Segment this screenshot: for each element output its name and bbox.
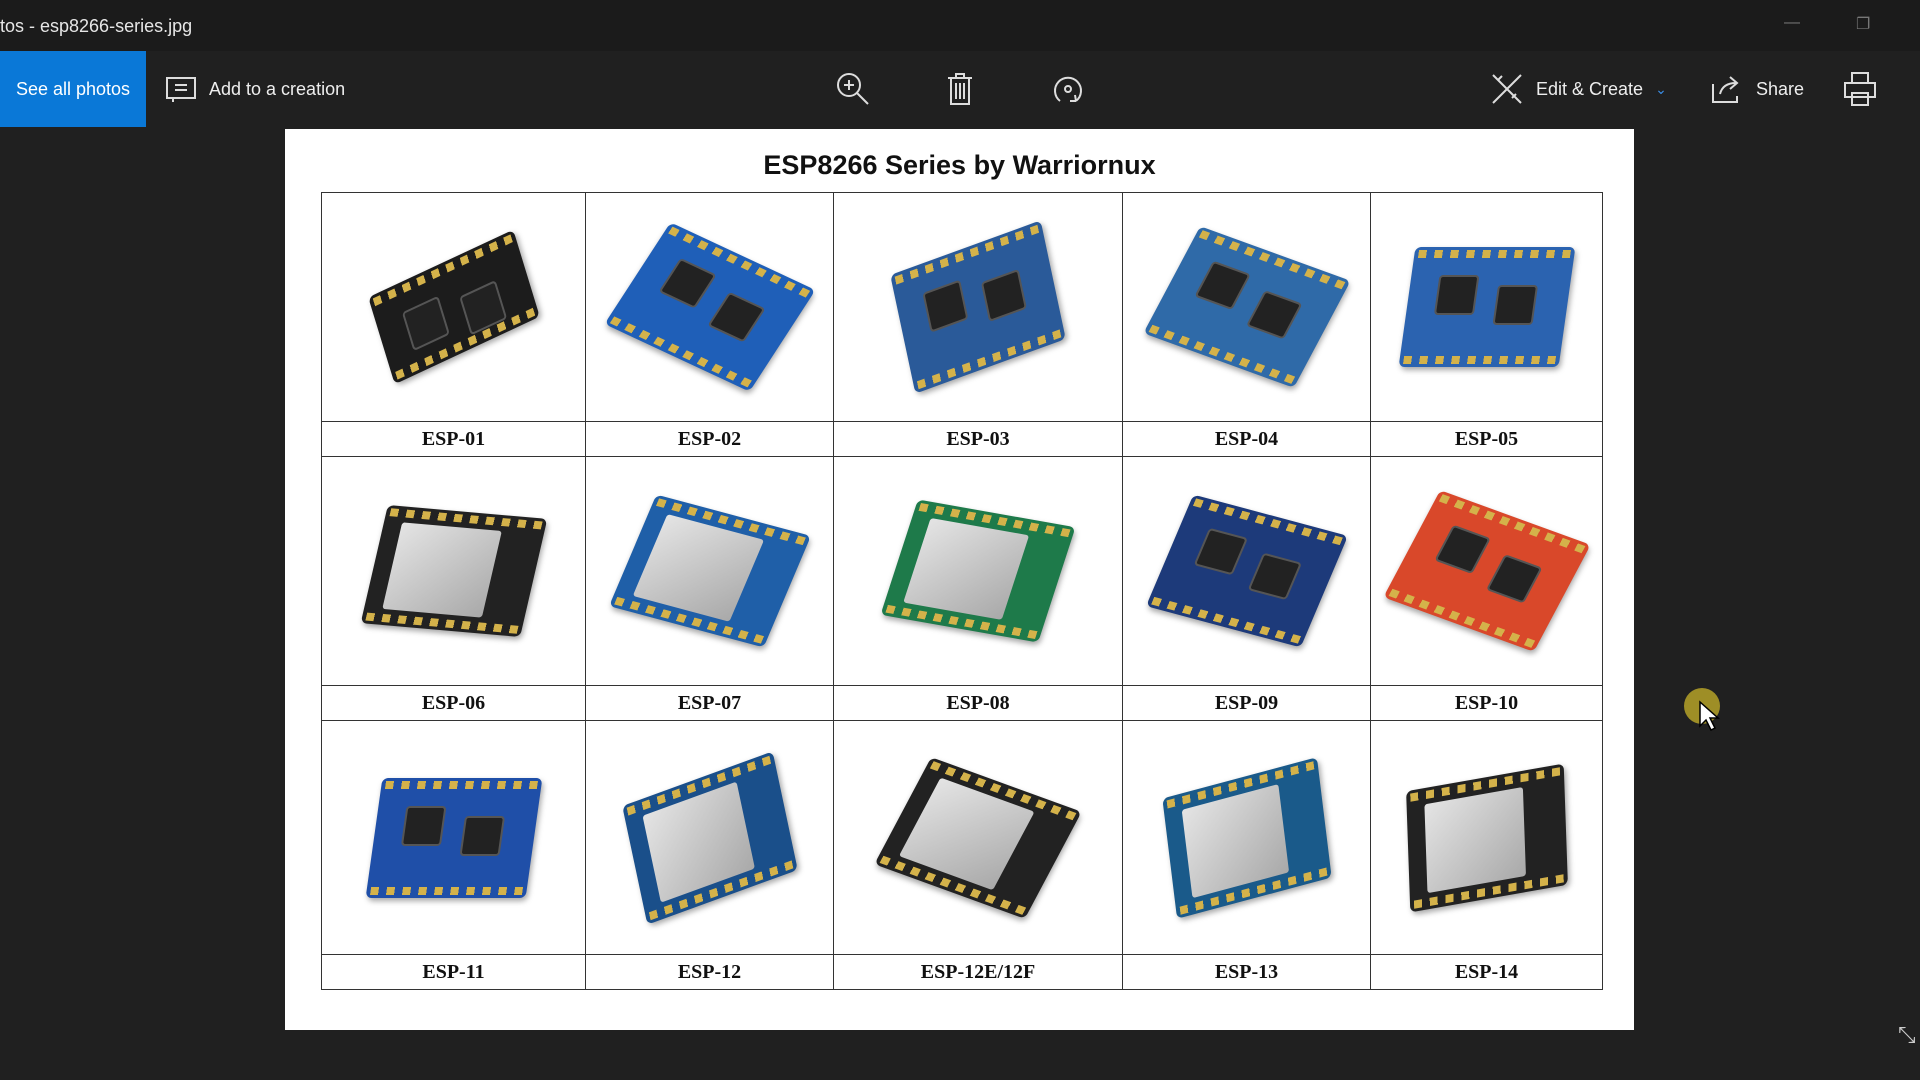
title-bar: tos - esp8266-series.jpg — ❐ xyxy=(0,0,1920,51)
toolbar: See all photos Add to a creation Edit & … xyxy=(0,51,1920,127)
edit-create-label: Edit & Create xyxy=(1536,78,1644,99)
module-image-cell xyxy=(1122,192,1371,422)
module-label: ESP-05 xyxy=(1370,421,1603,457)
module-label: ESP-12 xyxy=(585,954,834,990)
share-button[interactable]: Share xyxy=(1710,51,1804,127)
module-label: ESP-11 xyxy=(321,954,586,990)
module-board-image xyxy=(1161,756,1332,919)
module-image-cell xyxy=(321,456,586,686)
module-board-image xyxy=(1382,490,1591,652)
image-row xyxy=(321,456,1603,686)
module-label: ESP-08 xyxy=(833,685,1123,721)
module-image-cell xyxy=(1370,720,1603,955)
add-to-creation-label: Add to a creation xyxy=(209,78,346,99)
edit-create-button[interactable]: Edit & Create ⌄ xyxy=(1490,51,1667,127)
image-row xyxy=(321,192,1603,422)
add-to-creation-button[interactable]: Add to a creation xyxy=(165,51,345,127)
module-image-cell xyxy=(585,720,834,955)
module-label: ESP-03 xyxy=(833,421,1123,457)
module-board-image xyxy=(1405,763,1568,912)
zoom-button[interactable] xyxy=(835,51,871,127)
print-button[interactable] xyxy=(1843,51,1877,127)
module-label: ESP-12E/12F xyxy=(833,954,1123,990)
module-label: ESP-04 xyxy=(1122,421,1371,457)
photo-title: ESP8266 Series by Warriornux xyxy=(763,150,1156,180)
module-label: ESP-13 xyxy=(1122,954,1371,990)
module-image-cell xyxy=(321,192,586,422)
module-image-cell xyxy=(833,456,1123,686)
zoom-in-icon xyxy=(837,73,869,105)
module-label: ESP-14 xyxy=(1370,954,1603,990)
mouse-cursor-icon xyxy=(1699,700,1720,732)
minimize-button[interactable]: — xyxy=(1784,14,1800,31)
delete-button[interactable] xyxy=(945,51,975,127)
module-board-image xyxy=(1142,226,1351,388)
module-board-image xyxy=(890,220,1066,394)
module-image-cell xyxy=(1122,720,1371,955)
module-board-image xyxy=(603,222,816,392)
edit-create-icon xyxy=(1492,74,1522,104)
trash-icon xyxy=(948,73,972,105)
module-board-image xyxy=(1145,494,1348,648)
module-image-cell xyxy=(833,192,1123,422)
share-label: Share xyxy=(1756,78,1805,99)
module-board-image xyxy=(367,229,540,385)
module-board-image xyxy=(608,494,811,648)
module-board-image xyxy=(365,777,542,898)
chevron-down-icon: ⌄ xyxy=(1655,80,1667,97)
resize-icon[interactable]: ⤡ xyxy=(1898,1022,1916,1047)
module-image-cell xyxy=(1370,456,1603,686)
module-label: ESP-07 xyxy=(585,685,834,721)
module-image-cell xyxy=(321,720,586,955)
print-icon xyxy=(1844,72,1876,106)
window-title: tos - esp8266-series.jpg xyxy=(0,16,193,36)
image-row xyxy=(321,720,1603,955)
rotate-button[interactable] xyxy=(1050,51,1086,127)
share-icon xyxy=(1712,76,1739,103)
restore-button[interactable]: ❐ xyxy=(1856,16,1871,33)
module-label: ESP-10 xyxy=(1370,685,1603,721)
rotate-icon xyxy=(1054,76,1082,102)
module-label: ESP-02 xyxy=(585,421,834,457)
module-image-cell xyxy=(1122,456,1371,686)
module-board-image xyxy=(880,499,1076,643)
module-label: ESP-09 xyxy=(1122,685,1371,721)
module-image-cell xyxy=(585,192,834,422)
module-image-cell xyxy=(1370,192,1603,422)
module-image-cell xyxy=(585,456,834,686)
see-all-photos-button[interactable]: See all photos xyxy=(0,51,146,127)
module-board-image xyxy=(1398,247,1575,367)
module-board-image xyxy=(360,504,547,638)
module-image-cell xyxy=(833,720,1123,955)
module-label: ESP-06 xyxy=(321,685,586,721)
module-board-image xyxy=(874,756,1082,919)
module-board-image xyxy=(621,750,798,925)
add-creation-icon xyxy=(166,77,196,102)
module-label: ESP-01 xyxy=(321,421,586,457)
